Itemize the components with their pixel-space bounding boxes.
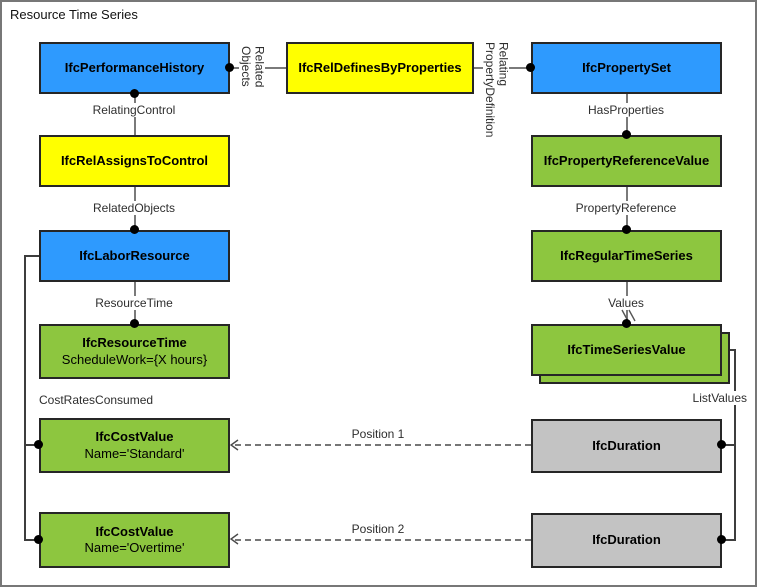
label-line: Related [252, 46, 267, 88]
edge-costrates-stub-2 [24, 539, 39, 541]
node-subtitle: ScheduleWork={X hours} [61, 351, 208, 367]
dot-duration-2-right [717, 535, 726, 544]
edge-costrates-stub-1 [24, 444, 39, 446]
edge-costrates-stub-top [24, 255, 39, 257]
node-title: IfcPerformanceHistory [64, 59, 205, 75]
node-ifccostvalue-overtime: IfcCostValue Name='Overtime' [39, 512, 230, 568]
node-ifclaborresource: IfcLaborResource [39, 230, 230, 282]
dot-performancehistory-right [225, 63, 234, 72]
dot-duration-1-right [717, 440, 726, 449]
label-listvalues: ListValues [666, 391, 750, 405]
dot-performancehistory-bottom [130, 89, 139, 98]
node-ifccostvalue-standard: IfcCostValue Name='Standard' [39, 418, 230, 473]
node-title: IfcTimeSeriesValue [567, 341, 686, 357]
dot-costvalue-overtime-left [34, 535, 43, 544]
dot-laborresource-top [130, 225, 139, 234]
edge-listvalues-stub-top [729, 349, 736, 351]
label-line: PropertyDefinition [483, 42, 498, 138]
label-propertyreference: PropertyReference [572, 201, 680, 215]
dot-propertyset-left [526, 63, 535, 72]
label-values: Values [605, 296, 647, 310]
dot-resourcetime-top [130, 319, 139, 328]
label-position-1: Position 1 [348, 427, 408, 441]
label-costratesconsumed: CostRatesConsumed [36, 393, 157, 407]
node-title: IfcPropertySet [582, 59, 671, 75]
label-resourcetime: ResourceTime [92, 296, 176, 310]
edge-listvalues-stub-2 [722, 539, 736, 541]
node-title: IfcCostValue [95, 429, 174, 445]
node-title: IfcPropertyReferenceValue [543, 152, 710, 168]
label-line: Objects [239, 46, 254, 87]
node-title: IfcCostValue [95, 523, 174, 539]
label-relating-propertydefinition-vertical: Relating PropertyDefinition [483, 40, 511, 140]
arrowhead-position-2-icon [230, 533, 239, 545]
label-related-objects-vertical: Related Objects [239, 44, 267, 90]
arrowhead-position-1-icon [230, 439, 239, 451]
node-title: IfcLaborResource [79, 247, 190, 263]
edge-listvalues-stub-1 [722, 444, 736, 446]
node-ifcpropertyreferencevalue: IfcPropertyReferenceValue [531, 135, 722, 187]
label-position-2: Position 2 [348, 522, 408, 536]
node-ifcreldefinesbyproperties: IfcRelDefinesByProperties [286, 42, 474, 94]
node-title: IfcDuration [592, 532, 661, 548]
label-hasproperties: HasProperties [584, 103, 668, 117]
dot-timeseriesvalue-top [622, 319, 631, 328]
node-title: IfcRelAssignsToControl [60, 152, 209, 168]
edge-position-1-dashed [235, 444, 531, 446]
node-title: IfcDuration [592, 437, 661, 453]
node-ifcduration-1: IfcDuration [531, 419, 722, 473]
node-title: IfcRegularTimeSeries [560, 247, 693, 263]
edge-position-2-dashed [235, 539, 531, 541]
dot-regulartimeseries-top [622, 225, 631, 234]
node-ifctimeseriesvalue: IfcTimeSeriesValue [531, 324, 722, 376]
node-ifcduration-2: IfcDuration [531, 513, 722, 568]
diagram-title: Resource Time Series [10, 7, 138, 22]
node-title: IfcResourceTime [82, 335, 187, 351]
dot-propertyreferencevalue-top [622, 130, 631, 139]
node-ifcresourcetime: IfcResourceTime ScheduleWork={X hours} [39, 324, 230, 379]
label-relatedobjects: RelatedObjects [89, 201, 179, 215]
node-subtitle: Name='Overtime' [84, 540, 185, 555]
label-relatingcontrol: RelatingControl [89, 103, 179, 117]
node-ifcperformancehistory: IfcPerformanceHistory [39, 42, 230, 94]
node-subtitle: Name='Standard' [84, 445, 185, 461]
node-ifcregulartimeseries: IfcRegularTimeSeries [531, 230, 722, 282]
node-title: IfcRelDefinesByProperties [298, 59, 462, 75]
dot-costvalue-standard-left [34, 440, 43, 449]
label-line: Relating [496, 42, 511, 87]
edge-costrates-trunk [24, 255, 26, 541]
node-ifcpropertyset: IfcPropertySet [531, 42, 722, 94]
node-ifcrelassignstocontrol: IfcRelAssignsToControl [39, 135, 230, 187]
